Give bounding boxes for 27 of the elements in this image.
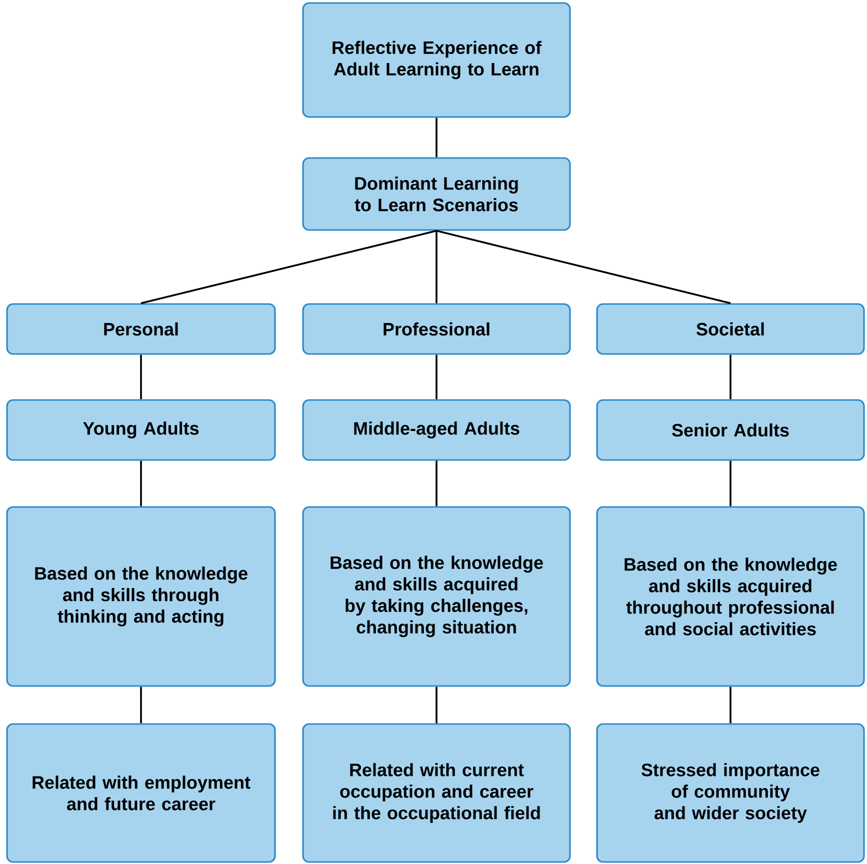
process-box: Based on the knowledge and skills acquired by taking challenges, changing situation	[302, 506, 571, 687]
process-box: Young Adults	[6, 399, 276, 461]
connector-line	[436, 686, 438, 724]
process-box: Based on the knowledge and skills acquired throughout professional and social activities	[596, 506, 865, 687]
process-box: Personal	[6, 303, 276, 355]
connector-line	[436, 230, 438, 304]
process-box: Based on the knowledge and skills through thinking and acting	[6, 506, 276, 687]
process-box: Societal	[596, 303, 865, 355]
process-box: Stressed importance of community and wider society	[596, 723, 865, 863]
process-box: Dominant Learning to Learn Scenarios	[302, 157, 571, 231]
connector-line	[140, 460, 142, 506]
connector-line	[730, 460, 732, 506]
process-box: Senior Adults	[596, 399, 865, 461]
connector-line	[730, 354, 732, 400]
connector-line	[730, 686, 732, 724]
connector-line	[436, 230, 731, 304]
connector-line	[436, 118, 438, 158]
connector-line	[140, 354, 142, 400]
connector-line	[140, 230, 437, 304]
connector-line	[140, 686, 142, 724]
connector-line	[436, 354, 438, 400]
process-box: Related with employment and future career	[6, 723, 276, 863]
process-box: Professional	[302, 303, 571, 355]
process-box: Related with current occupation and career in the occupational field	[302, 723, 571, 863]
connector-line	[436, 460, 438, 506]
process-box: Middle-aged Adults	[302, 399, 571, 461]
process-box: Reflective Experience of Adult Learning to Learn	[302, 2, 571, 118]
